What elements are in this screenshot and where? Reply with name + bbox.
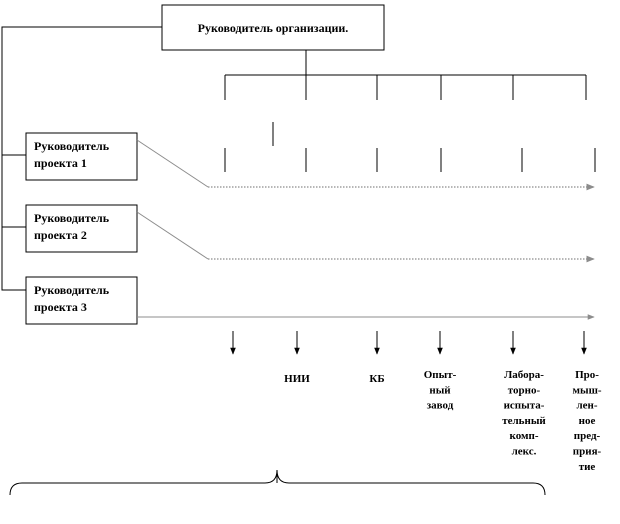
project-2-slope — [136, 211, 209, 260]
department-4-label-line-1: Опыт- — [424, 369, 457, 381]
department-4-label-line-3: завод — [427, 400, 454, 412]
manager-1-line2: проекта 1 — [34, 156, 87, 170]
department-labels: НИИ КБ Опыт-ный завод Лабора-торно-испыта-те… — [284, 369, 602, 473]
department-6-label-line-4: ное — [579, 415, 596, 427]
manager-2-line1: Руководитель — [34, 211, 110, 225]
department-3-label-line-1: КБ — [369, 373, 384, 385]
department-6-label-line-5: пред- — [574, 430, 601, 442]
department-5-label-line-1: Лабора- — [504, 369, 544, 381]
manager-3-line1: Руководитель — [34, 283, 110, 297]
department-5-label-line-2: торно- — [508, 384, 541, 396]
department-6-label-line-2: мыш- — [572, 384, 601, 396]
department-2-label-line-1: НИИ — [284, 373, 310, 385]
head-label: Руководитель организации. — [198, 21, 349, 35]
department-5-label-line-3: испыта- — [504, 400, 545, 412]
mid-ticks — [224, 148, 596, 172]
manager-box-2: Руководитель проекта 2 — [25, 204, 138, 253]
department-4-label-line-2: ный — [429, 384, 451, 396]
department-5-label-line-4: тельный — [502, 415, 546, 427]
manager-box-1: Руководитель проекта 1 — [25, 132, 138, 181]
project-1-slope — [136, 139, 209, 188]
left-connector — [1, 26, 162, 291]
department-arrows — [230, 331, 587, 355]
manager-box-3: Руководитель проекта 3 — [25, 276, 138, 325]
manager-2-line2: проекта 2 — [34, 228, 87, 242]
department-5-label-line-5: комп- — [510, 430, 539, 442]
department-6-label-line-6: прия- — [573, 446, 602, 458]
manager-1-line1: Руководитель — [34, 139, 110, 153]
bus-ticks — [224, 75, 587, 100]
manager-3-line2: проекта 3 — [34, 300, 87, 314]
department-6-label-line-1: Про- — [575, 369, 599, 381]
department-5-label-line-6: лекс. — [512, 446, 537, 458]
department-6-label-line-7: тие — [579, 461, 596, 473]
department-6-label-line-3: лен- — [576, 400, 597, 412]
head-box: Руководитель организации. — [161, 4, 385, 51]
